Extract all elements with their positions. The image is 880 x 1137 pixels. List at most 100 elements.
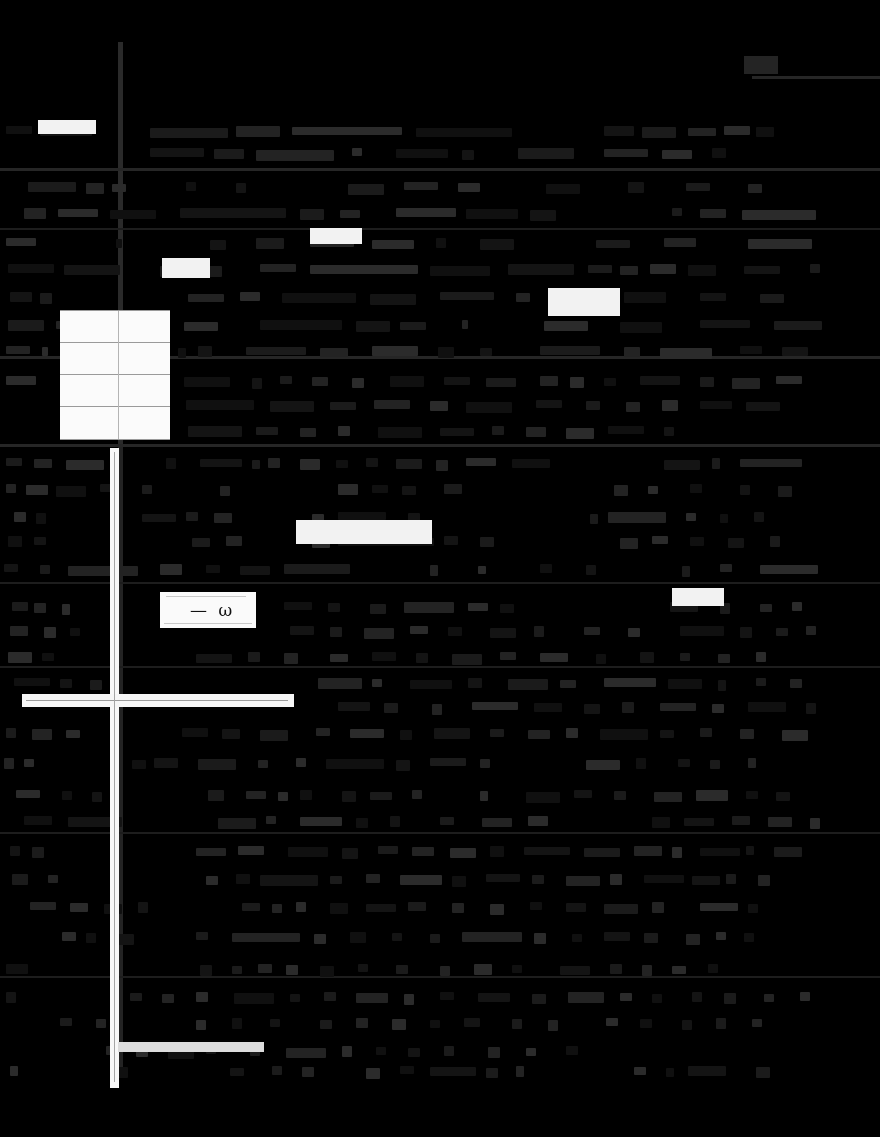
text-run [234, 993, 274, 1004]
text-line [0, 676, 880, 691]
text-line [0, 180, 880, 195]
text-run [566, 728, 578, 738]
text-line [0, 318, 880, 333]
text-run [664, 460, 700, 470]
white-block [296, 520, 432, 544]
text-line [0, 344, 880, 359]
text-run [534, 703, 562, 712]
text-run [14, 512, 26, 522]
text-run [650, 264, 676, 274]
text-run [24, 816, 52, 825]
text-run [640, 652, 654, 663]
text-run [48, 875, 58, 883]
text-run [688, 265, 716, 276]
text-run [480, 239, 514, 250]
text-run [222, 729, 240, 739]
text-run [430, 934, 440, 943]
text-run [566, 876, 600, 886]
text-line [0, 788, 880, 803]
text-run [700, 293, 726, 301]
text-run [626, 402, 640, 412]
text-run [526, 427, 546, 437]
text-run [672, 847, 682, 858]
text-run [620, 538, 638, 549]
text-run [600, 729, 648, 740]
text-run [270, 401, 314, 412]
text-run [740, 459, 802, 467]
text-run [606, 1018, 618, 1026]
text-run [438, 347, 454, 358]
text-run [526, 1048, 536, 1056]
text-run [330, 402, 356, 410]
text-run [800, 992, 810, 1001]
text-run [530, 902, 542, 910]
text-run [444, 484, 462, 494]
text-run [60, 679, 72, 688]
text-run [450, 848, 476, 858]
column-rule [118, 42, 123, 462]
text-run [10, 1066, 18, 1076]
text-run [742, 210, 816, 220]
text-run [282, 293, 356, 303]
column-rule-lower [118, 446, 123, 1076]
text-run [116, 1067, 128, 1078]
header-underline [752, 76, 880, 79]
text-run [604, 378, 616, 386]
text-run [700, 903, 738, 911]
text-run [352, 378, 364, 388]
text-run [8, 536, 22, 547]
text-run [760, 294, 784, 303]
text-run [70, 628, 80, 636]
text-run [320, 348, 348, 357]
text-run [756, 678, 766, 686]
text-run [154, 758, 178, 768]
text-run [434, 728, 470, 739]
text-run [604, 149, 648, 157]
text-run [654, 792, 682, 802]
text-run [596, 240, 630, 248]
text-run [258, 964, 272, 973]
text-run [150, 148, 204, 157]
text-run [64, 265, 120, 275]
text-run [614, 485, 628, 496]
text-run [330, 903, 348, 914]
text-run [566, 903, 586, 912]
text-run [466, 209, 518, 219]
text-run [356, 321, 390, 332]
text-run [700, 320, 750, 328]
text-run [740, 485, 750, 495]
text-run [688, 1066, 726, 1076]
text-run [604, 932, 630, 941]
text-run [390, 816, 400, 827]
text-run [728, 538, 744, 548]
text-run [452, 903, 464, 913]
text-run [634, 1067, 646, 1075]
text-run [528, 816, 548, 826]
text-run [628, 628, 640, 637]
text-run [316, 728, 330, 736]
text-run [566, 1046, 578, 1055]
text-line [0, 930, 880, 945]
text-run [608, 426, 644, 434]
text-run [238, 846, 264, 855]
text-run [748, 184, 762, 193]
text-run [378, 427, 422, 438]
text-run [232, 1018, 242, 1029]
text-run [112, 184, 126, 192]
text-run [252, 378, 262, 389]
text-run [284, 602, 312, 610]
text-run [710, 760, 720, 769]
text-run [790, 679, 802, 688]
text-run [478, 566, 486, 574]
text-run [70, 903, 88, 912]
table-grid-block [60, 310, 170, 440]
text-run [744, 933, 754, 942]
text-line [0, 424, 880, 439]
text-run [200, 965, 212, 976]
text-run [648, 486, 658, 494]
text-run [534, 933, 546, 944]
text-run [312, 514, 324, 525]
text-run [256, 427, 278, 435]
text-run [236, 874, 250, 884]
